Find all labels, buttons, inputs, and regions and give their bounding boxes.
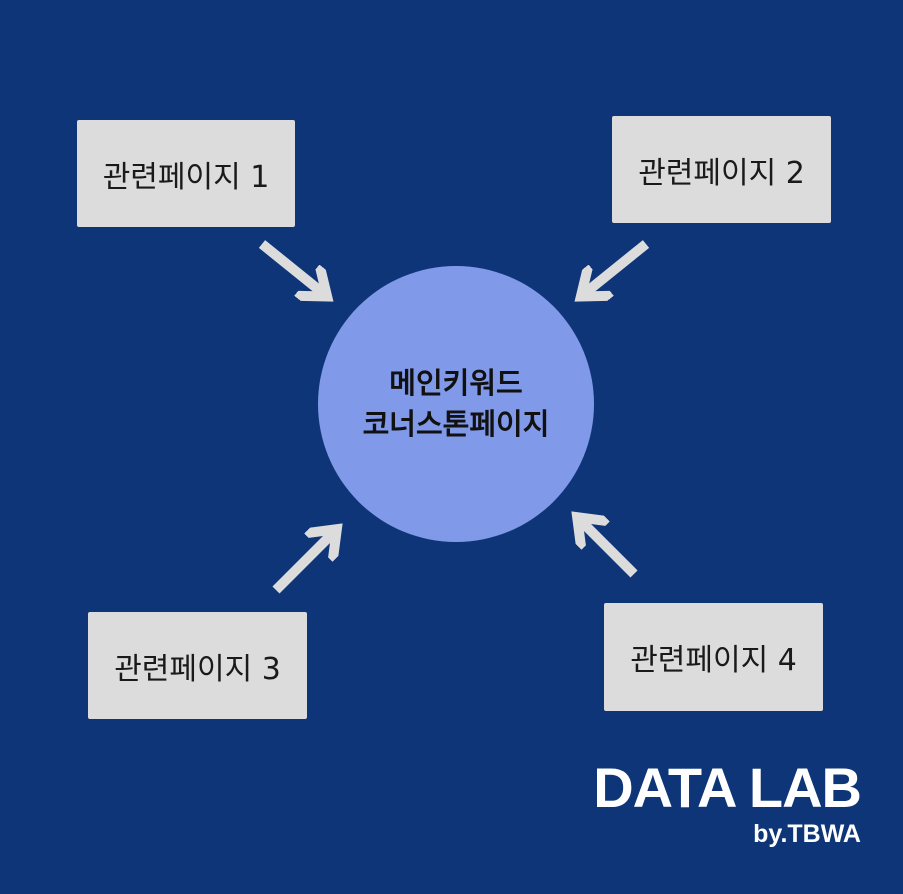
related-page-4-label: 관련페이지 4: [630, 643, 797, 678]
hub-title-line1: 메인키워드: [389, 366, 523, 401]
related-page-1-label: 관련페이지 1: [102, 159, 270, 195]
datalab-logo: DATA LAB by.TBWA: [593, 756, 862, 848]
arrow-page1-to-hub: [258, 240, 324, 294]
hub-title-line2: 코너스톤페이지: [362, 407, 550, 441]
related-page-2-label: 관련페이지 2: [638, 155, 805, 191]
logo-main-text: DATA LAB: [593, 756, 862, 819]
related-page-3-box: 관련페이지 3: [88, 612, 307, 719]
arrow-page2-to-hub: [584, 240, 650, 294]
cornerstone-hub-circle: 메인키워드 코너스톤페이지: [318, 266, 594, 542]
related-page-2-box: 관련페이지 2: [612, 116, 831, 223]
related-page-3-label: 관련페이지 3: [114, 651, 281, 687]
related-page-4-box: 관련페이지 4: [604, 603, 823, 711]
related-page-1-box: 관련페이지 1: [77, 120, 295, 227]
arrow-page4-to-hub: [580, 520, 638, 578]
logo-sub-text: by.TBWA: [753, 820, 861, 848]
arrow-page3-to-hub: [272, 532, 334, 594]
